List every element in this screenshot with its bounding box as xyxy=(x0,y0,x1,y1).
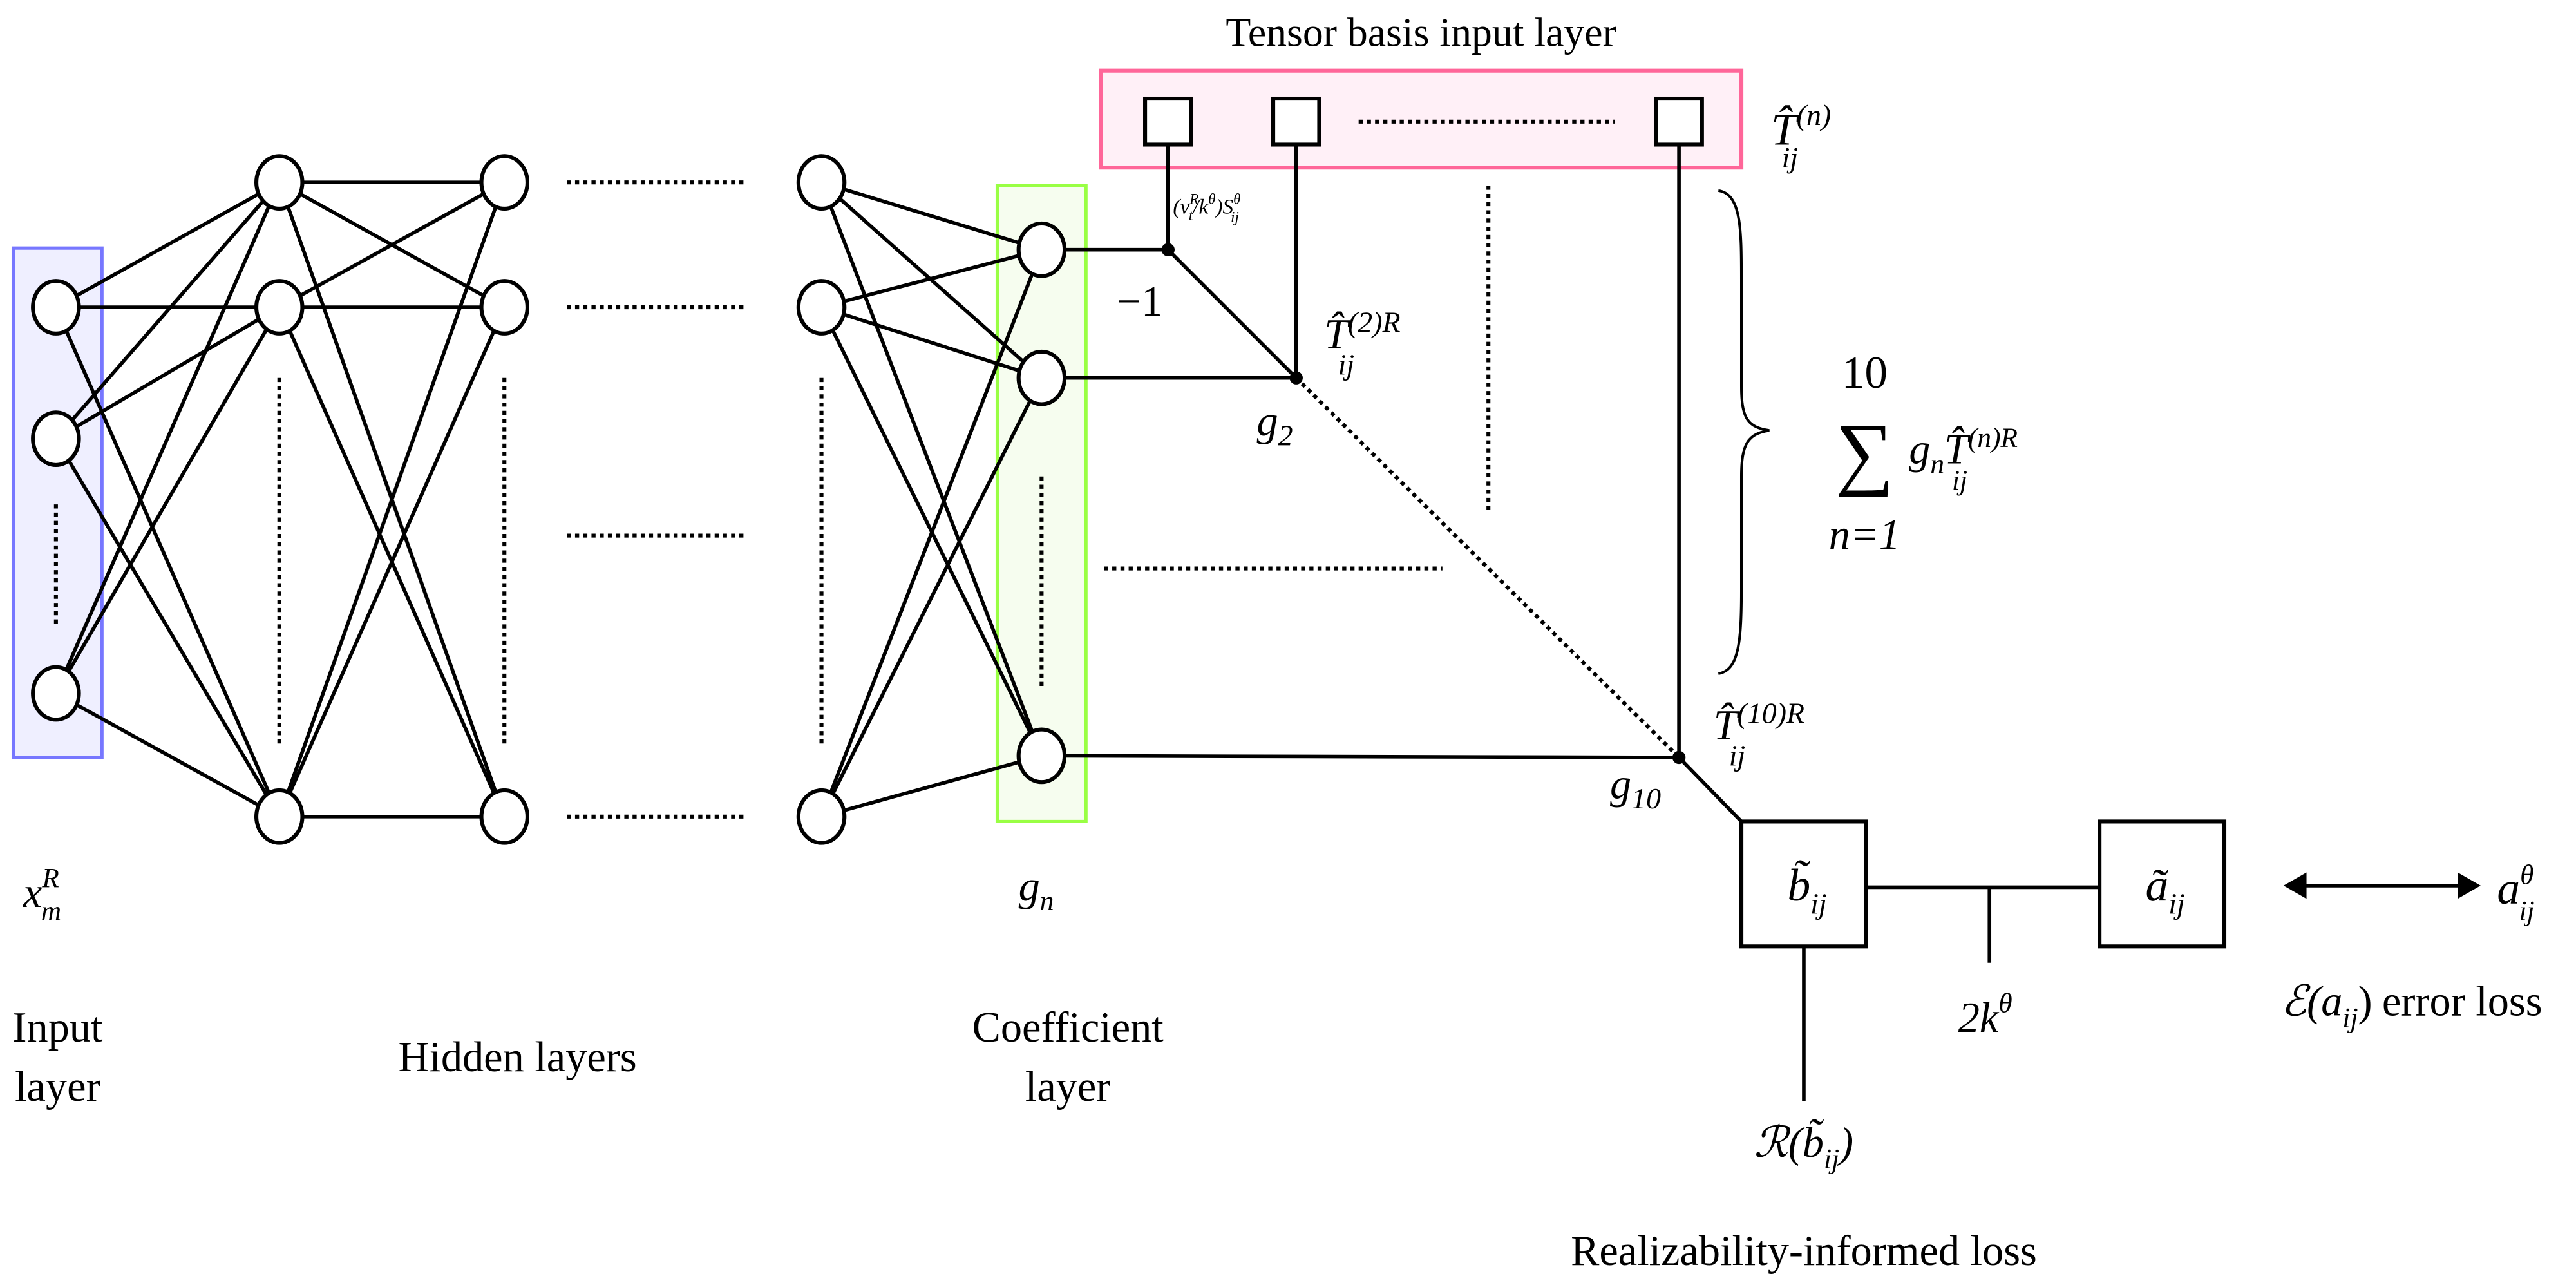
hidden1-node xyxy=(254,154,305,211)
network-edges xyxy=(54,144,1681,819)
a-tilde-box xyxy=(2098,819,2227,949)
b-tilde-label: b̃ij xyxy=(1787,860,1826,920)
tensor-basis-title: Tensor basis input layer xyxy=(1226,9,1616,55)
tensor-basis-node-10 xyxy=(1654,96,1704,147)
coefficient-node xyxy=(1016,221,1067,278)
edge xyxy=(820,377,1043,818)
coefficient-node xyxy=(1016,727,1067,785)
summation-brace xyxy=(1718,189,1770,675)
edge xyxy=(54,182,281,694)
hidden2-node xyxy=(479,154,530,211)
edge xyxy=(819,249,1043,817)
a-tilde-label: ãij xyxy=(2146,860,2185,920)
edge xyxy=(1678,756,1743,823)
edge xyxy=(278,306,506,817)
edge xyxy=(820,305,1043,380)
input-node xyxy=(31,410,81,467)
ellipsis-dots xyxy=(53,119,1681,819)
input-node xyxy=(31,279,81,336)
network-nodes xyxy=(31,154,1067,845)
g-2-label: g2 xyxy=(1257,398,1293,452)
two-k-theta-label: 2kθ xyxy=(1958,987,2012,1042)
edge xyxy=(820,754,1043,819)
edge xyxy=(819,182,1043,757)
tensor-basis-node-2 xyxy=(1271,96,1321,147)
edge xyxy=(1041,754,1680,759)
junction-point xyxy=(1161,243,1175,256)
g-n-label: gn xyxy=(1019,863,1054,917)
input-node xyxy=(31,665,81,722)
edge xyxy=(278,180,506,309)
edge xyxy=(820,180,1043,252)
edge xyxy=(820,248,1043,309)
tensor-basis-input-layer-box xyxy=(1099,68,1744,170)
minus-one-label: −1 xyxy=(1117,278,1163,325)
b-tilde-box xyxy=(1739,819,1868,949)
hidden2-node xyxy=(479,788,530,845)
hidden1-node xyxy=(254,279,305,336)
sum-symbol: ∑ xyxy=(1835,406,1894,498)
edge xyxy=(278,182,506,817)
hidden2-node xyxy=(479,279,530,336)
hidden1-node xyxy=(254,788,305,845)
sum-upper-limit: 10 xyxy=(1842,347,1888,398)
edge xyxy=(1166,248,1298,379)
coefficient-node xyxy=(1016,349,1067,406)
edge xyxy=(54,181,281,440)
junction-point xyxy=(1289,371,1303,385)
hidden-layers-label: Hidden layers xyxy=(399,1034,637,1081)
double-arrow-icon xyxy=(2283,872,2481,899)
edge xyxy=(55,180,281,309)
realizability-loss-label: Realizability-informed loss xyxy=(1571,1228,2037,1275)
g-10-label: g10 xyxy=(1610,761,1661,815)
edge xyxy=(55,305,281,441)
T-n-label: T̂(n)ij xyxy=(1771,99,1831,174)
last-hidden-node xyxy=(796,154,847,211)
edge xyxy=(55,692,281,819)
last-hidden-node xyxy=(796,788,847,845)
sum-lower-limit: n=1 xyxy=(1829,511,1900,558)
realizability-function-label: ℛ(b̃ij) xyxy=(1754,1119,1853,1175)
tensor-basis-node-1 xyxy=(1143,96,1193,147)
last-hidden-node xyxy=(796,279,847,336)
edge xyxy=(54,437,281,818)
edge xyxy=(54,306,281,694)
edge xyxy=(54,306,281,817)
error-loss-label: ℰ(aij)error loss xyxy=(2281,978,2542,1033)
